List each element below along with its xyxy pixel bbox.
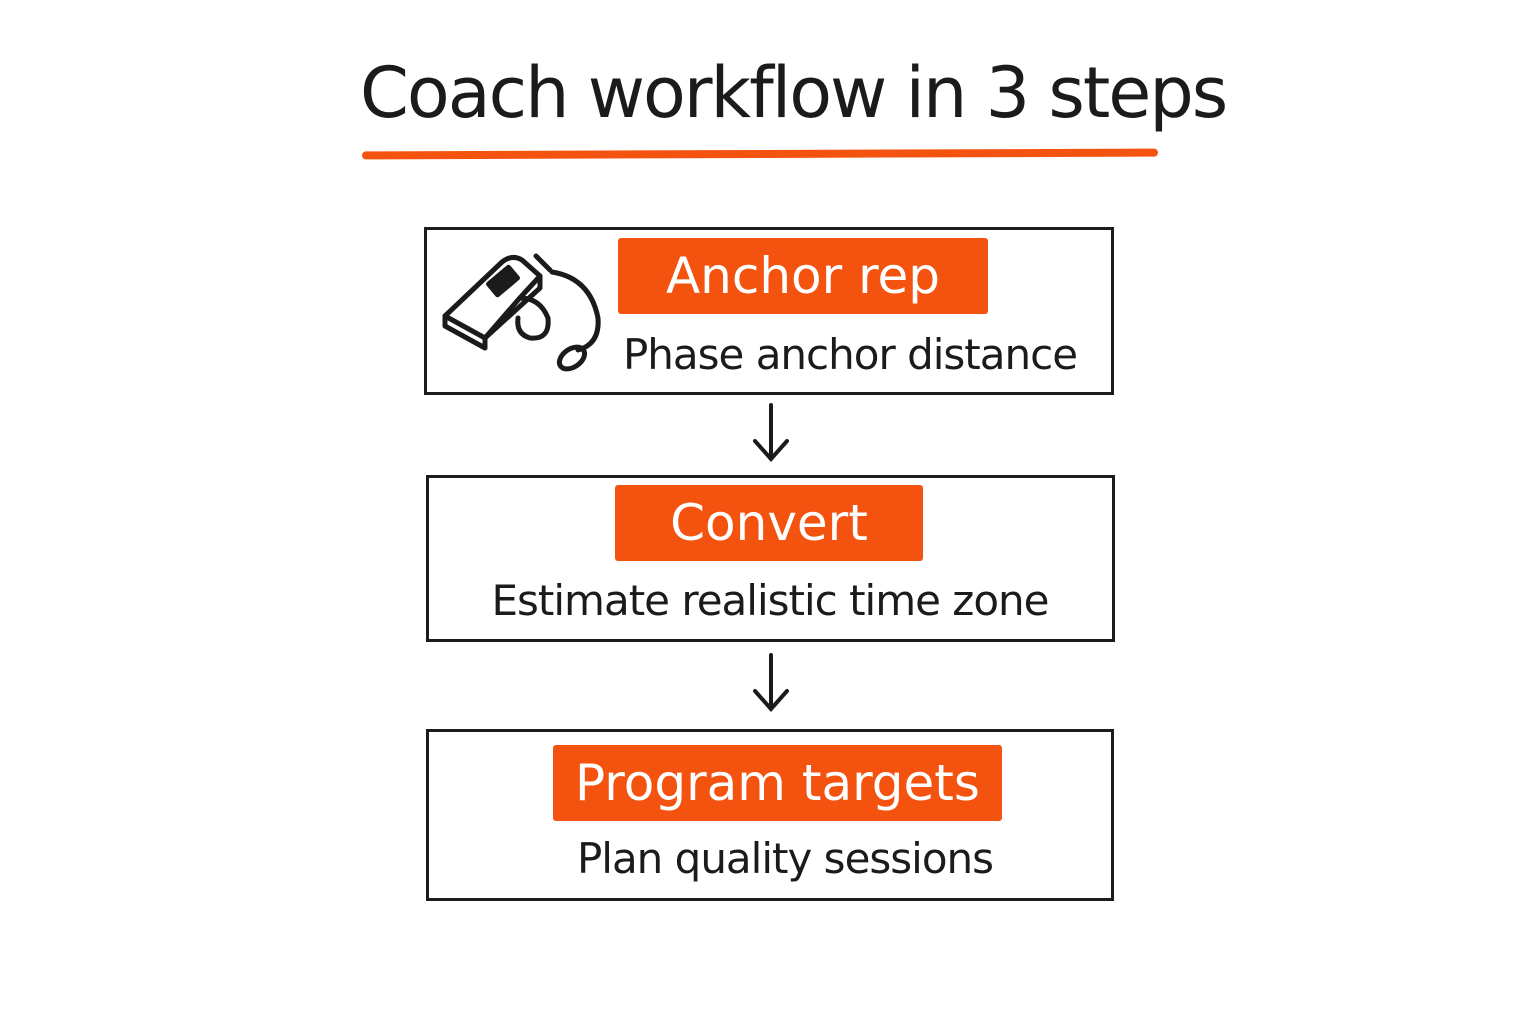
- page-title: Coach workflow in 3 steps: [360, 52, 1228, 134]
- step-1-label: Anchor rep: [618, 238, 988, 314]
- step-2-label: Convert: [615, 485, 923, 561]
- whistle-icon: [442, 253, 601, 372]
- step-3-label: Program targets: [553, 745, 1002, 821]
- step-2-description: Estimate realistic time zone: [491, 576, 1049, 625]
- title-underline: [361, 148, 1159, 160]
- arrow-down-icon: [753, 403, 789, 463]
- step-3-description: Plan quality sessions: [576, 834, 994, 883]
- step-1-description: Phase anchor distance: [622, 330, 1078, 379]
- arrow-down-icon: [753, 653, 789, 713]
